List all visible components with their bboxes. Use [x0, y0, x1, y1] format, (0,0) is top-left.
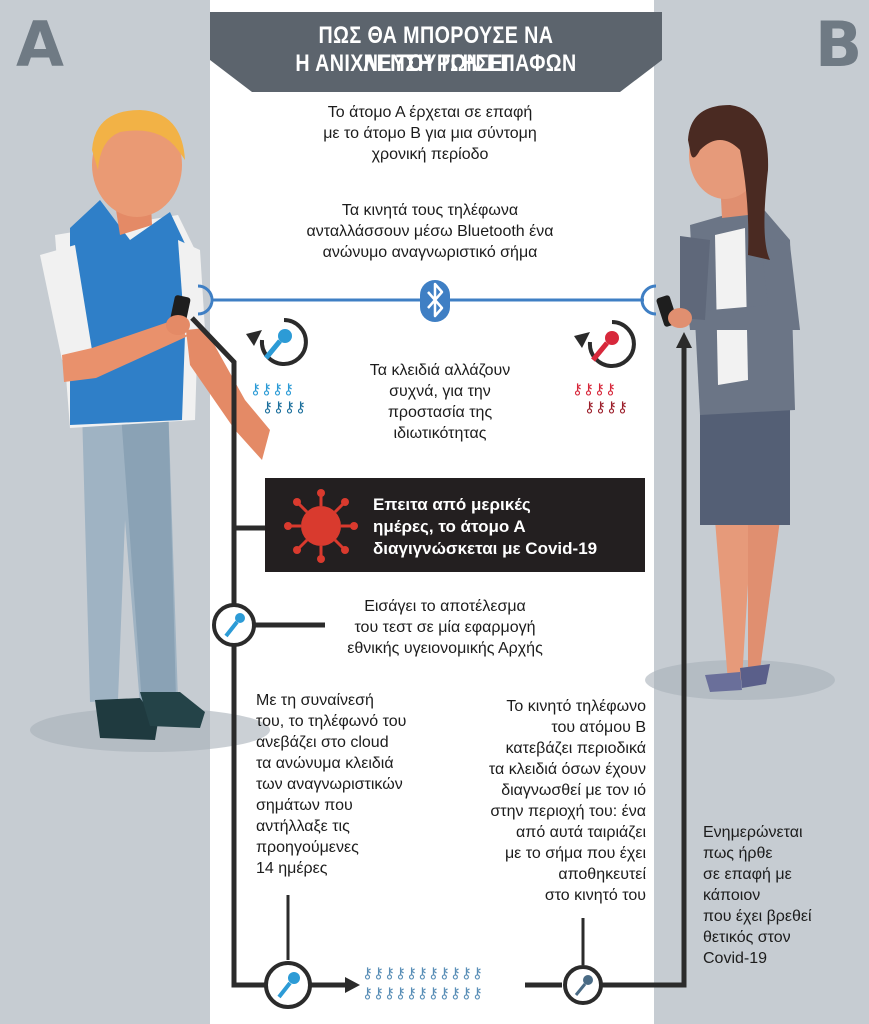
diagnosis-callout: Επειτα από μερικές ημέρες, το άτομο Α δι…	[265, 478, 645, 572]
virus-icon	[284, 489, 358, 563]
rotate-key-blue-icon	[246, 318, 308, 366]
title-line-2: Η ΑΝΙΧΝΕΥΣΗ ΤΩΝ ΕΠΑΦΩΝ	[295, 50, 577, 77]
title-line-1: ΠΩΣ ΘΑ ΜΠΟΡΟΥΣΕ ΝΑ ΛΕΙΤΟΥΡΓΗΣΕΙ	[318, 22, 554, 77]
title-banner-shape	[210, 12, 662, 92]
svg-text:⚷⚷⚷⚷⚷⚷⚷⚷⚷⚷⚷: ⚷⚷⚷⚷⚷⚷⚷⚷⚷⚷⚷	[362, 984, 483, 1002]
key-cluster-red: ⚷⚷⚷⚷ ⚷⚷⚷⚷	[572, 380, 628, 416]
step-download-text: Το κινητό τηλέφωνο του ατόμου Β κατεβάζε…	[488, 698, 646, 904]
bluetooth-icon	[420, 280, 450, 322]
step-notified-text: Ενημερώνεται πως ήρθε σε επαφή με κάποιο…	[703, 824, 812, 967]
key-cluster-blue: ⚷⚷⚷⚷ ⚷⚷⚷⚷	[250, 380, 306, 416]
upload-key-icon	[264, 961, 312, 1009]
step-keys-change-text: Τα κλειδιά αλλάζουν συχνά, για την προστ…	[369, 362, 511, 442]
step-test-entry-text: Εισάγει το αποτέλεσμα του τεστ σε μία εφ…	[347, 598, 543, 657]
person-b-figure	[656, 105, 800, 692]
cloud-keys: ⚷⚷⚷⚷⚷⚷⚷⚷⚷⚷⚷ ⚷⚷⚷⚷⚷⚷⚷⚷⚷⚷⚷	[362, 964, 483, 1002]
person-a-label: A	[16, 8, 64, 81]
step-contact-text: Το άτομο Α έρχεται σε επαφή με το άτομο …	[323, 104, 537, 163]
diagnosis-text: Επειτα από μερικές ημέρες, το άτομο Α δι…	[373, 495, 598, 558]
svg-text:⚷⚷⚷⚷: ⚷⚷⚷⚷	[584, 398, 628, 416]
svg-text:⚷⚷⚷⚷⚷⚷⚷⚷⚷⚷⚷: ⚷⚷⚷⚷⚷⚷⚷⚷⚷⚷⚷	[362, 964, 483, 982]
download-key-icon	[563, 965, 603, 1005]
rotate-key-red-icon	[574, 320, 636, 368]
step-bluetooth-text: Τα κινητά τους τηλέφωνα ανταλλάσσουν μέσ…	[306, 202, 554, 261]
svg-text:⚷⚷⚷⚷: ⚷⚷⚷⚷	[572, 380, 616, 398]
person-a-figure	[40, 110, 270, 740]
svg-text:⚷⚷⚷⚷: ⚷⚷⚷⚷	[250, 380, 294, 398]
person-b-label: B	[815, 8, 863, 81]
title-banner: ΠΩΣ ΘΑ ΜΠΟΡΟΥΣΕ ΝΑ ΛΕΙΤΟΥΡΓΗΣΕΙ Η ΑΝΙΧΝΕ…	[210, 12, 662, 90]
step-upload-text: Με τη συναίνεσή του, το τηλέφωνό του ανε…	[256, 692, 407, 877]
svg-text:⚷⚷⚷⚷: ⚷⚷⚷⚷	[262, 398, 306, 416]
test-key-icon	[212, 603, 256, 647]
